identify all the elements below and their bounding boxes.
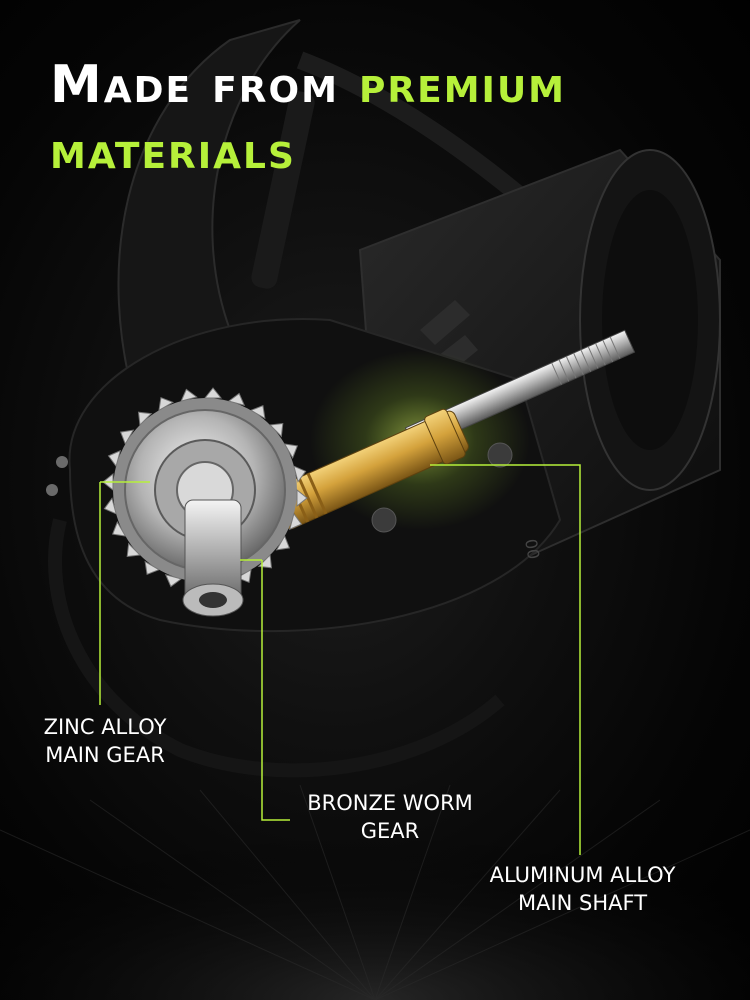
callout-line1: ZINC ALLOY [43,715,167,739]
callout-bronze-worm-gear: BRONZE WORM GEAR [290,789,490,845]
reel-marking: 00 [521,537,543,560]
headline-green-line2: materials [50,121,296,181]
callout-line2: MAIN SHAFT [517,891,648,915]
callout-zinc-alloy-main-gear: ZINC ALLOY MAIN GEAR [30,713,180,769]
headline-white-text: Made from [50,55,360,115]
callout-line1: ALUMINUM ALLOY [489,863,676,887]
headline-green-line1: premium [359,55,567,115]
callout-line2: GEAR [360,819,420,843]
headline: Made from premium materials [50,52,566,184]
callout-aluminum-alloy-main-shaft: ALUMINUM ALLOY MAIN SHAFT [470,861,695,917]
callout-line1: BRONZE WORM [307,791,473,815]
callout-line2: MAIN GEAR [45,743,165,767]
